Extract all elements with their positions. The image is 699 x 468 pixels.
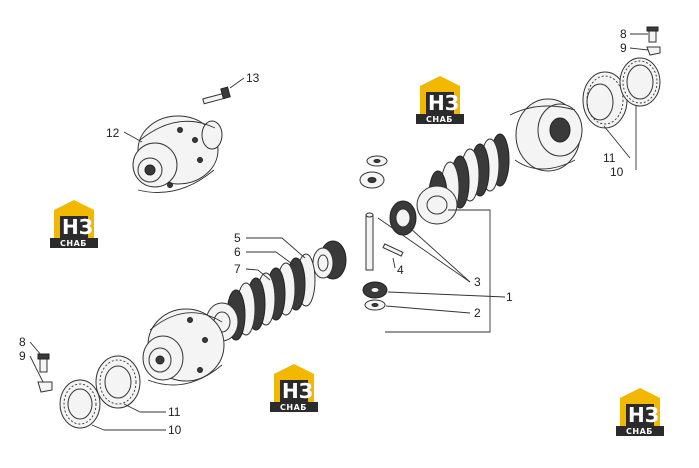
svg-text:НЗ: НЗ bbox=[628, 403, 659, 427]
callout-6: 6 bbox=[234, 245, 241, 259]
watermark-logo-2: НЗ СНАБ bbox=[50, 200, 98, 248]
clutch-pack-upper-right bbox=[428, 133, 510, 220]
watermark-logo-4: НЗ СНАБ bbox=[616, 388, 664, 436]
bolt-lower-left bbox=[37, 353, 53, 393]
cross-pin bbox=[365, 212, 404, 271]
callout-9-lower: 9 bbox=[19, 349, 26, 363]
housing-upper-left bbox=[132, 115, 223, 193]
callout-10-upper: 10 bbox=[610, 165, 624, 179]
callout-13: 13 bbox=[246, 71, 260, 85]
clutch-pack-lower bbox=[205, 253, 316, 342]
svg-text:НЗ: НЗ bbox=[62, 215, 93, 239]
callout-10-lower: 10 bbox=[168, 423, 182, 437]
callout-8-upper: 8 bbox=[620, 27, 627, 41]
side-gear-lower bbox=[312, 240, 347, 280]
svg-text:НЗ: НЗ bbox=[428, 91, 459, 115]
callout-9-upper: 9 bbox=[620, 41, 627, 55]
svg-text:СНАБ: СНАБ bbox=[426, 115, 453, 124]
side-gear-center bbox=[389, 200, 417, 236]
watermark-logo-3: НЗ СНАБ bbox=[270, 364, 318, 412]
bolt-upper-right bbox=[646, 26, 661, 56]
callout-3: 3 bbox=[474, 275, 481, 289]
bearing-upper-right bbox=[582, 71, 628, 129]
callout-2: 2 bbox=[474, 306, 481, 320]
spider-gear-center bbox=[362, 281, 388, 311]
bearing-lower-left bbox=[95, 355, 141, 409]
callout-11-lower: 11 bbox=[168, 405, 181, 419]
callout-4: 4 bbox=[397, 263, 404, 277]
callout-11-upper: 11 bbox=[603, 151, 616, 165]
housing-lower-left bbox=[142, 308, 225, 386]
small-gears-center bbox=[359, 155, 388, 189]
callout-12: 12 bbox=[106, 126, 120, 140]
callout-8-lower: 8 bbox=[19, 335, 26, 349]
thrust-washer-center-upper bbox=[416, 185, 458, 225]
svg-text:СНАБ: СНАБ bbox=[60, 239, 87, 248]
callout-5: 5 bbox=[234, 231, 241, 245]
ring-nut-upper-right bbox=[619, 57, 661, 107]
ring-nut-lower-left bbox=[59, 379, 101, 429]
watermark-logo-1: НЗ СНАБ bbox=[416, 76, 464, 124]
callout-1: 1 bbox=[506, 290, 513, 304]
housing-upper-right bbox=[509, 98, 583, 172]
bolt-upper-left bbox=[202, 86, 231, 105]
svg-text:СНАБ: СНАБ bbox=[280, 403, 307, 412]
svg-text:СНАБ: СНАБ bbox=[626, 427, 653, 436]
svg-text:НЗ: НЗ bbox=[282, 379, 313, 403]
callout-7: 7 bbox=[234, 262, 241, 276]
